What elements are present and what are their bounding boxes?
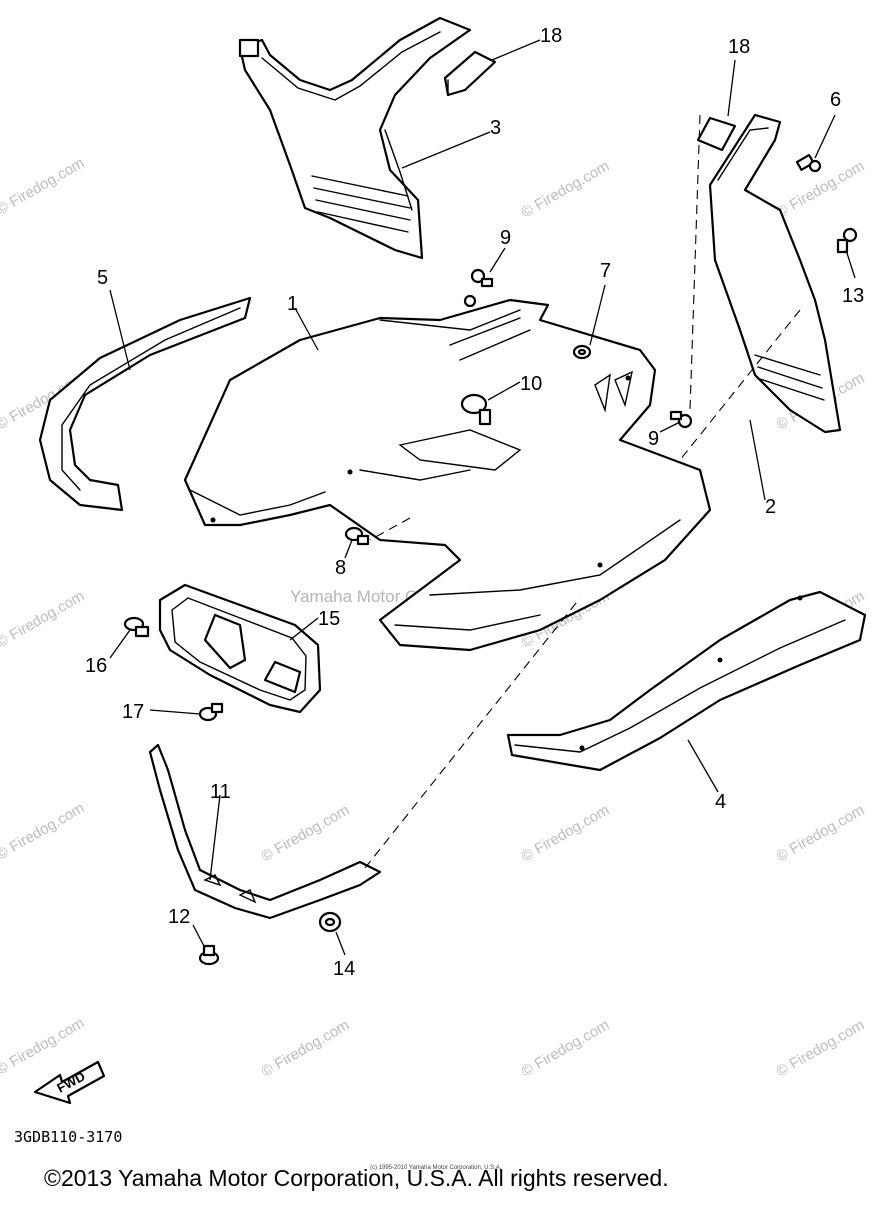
watermark: © Firedog.com (774, 801, 868, 865)
watermark: © Firedog.com (774, 1016, 868, 1080)
callout-6: 6 (830, 89, 841, 111)
part-1-rear-fender (183, 294, 712, 652)
copyright-notice: ©2013 Yamaha Motor Corporation, U.S.A. A… (44, 1165, 669, 1191)
part-5-fender-flap-left (38, 296, 252, 512)
callout-11: 11 (210, 781, 231, 803)
watermark: © Firedog.com (519, 1016, 613, 1080)
watermark: © Firedog.com (0, 1014, 87, 1078)
callout-10: 10 (520, 373, 542, 395)
fwd-arrow-icon: FWD (33, 1060, 106, 1105)
watermark: © Firedog.com (0, 799, 87, 863)
callout-3: 3 (490, 117, 501, 139)
part-2-side-cover-right (708, 113, 842, 434)
callout-5: 5 (97, 267, 108, 289)
part-18-pad-left (443, 50, 497, 97)
copyright-small: (c) 1995-2010 Yamaha Motor Corporation, … (370, 1165, 502, 1171)
callout-18: 18 (728, 36, 750, 58)
leader-lines (109, 39, 856, 956)
callout-12: 12 (168, 906, 190, 928)
callout-8: 8 (335, 557, 346, 579)
watermark: © Firedog.com (259, 801, 353, 865)
callout-2: 2 (765, 496, 776, 518)
callout-17: 17 (122, 701, 144, 723)
watermark: © Firedog.com (0, 587, 87, 651)
callout-1: 1 (287, 293, 298, 315)
callout-9: 9 (500, 227, 511, 249)
callout-labels: 18 18 3 6 9 5 1 7 13 10 9 2 8 15 16 17 4… (85, 25, 864, 980)
part-11-stay (148, 743, 382, 920)
callout-15: 15 (318, 608, 340, 630)
callout-9: 9 (648, 428, 659, 450)
watermark: © Firedog.com (519, 157, 613, 221)
watermark: © Firedog.com (0, 154, 87, 218)
fasteners (123, 153, 858, 966)
watermark: © Firedog.com (259, 1016, 353, 1080)
callout-13: 13 (842, 285, 864, 307)
callout-7: 7 (600, 260, 611, 282)
diagram-code: 3GDB110-3170 (14, 1128, 122, 1146)
part-4-fender-flap-right (506, 590, 867, 772)
part-3-side-cover (238, 16, 472, 260)
part-18-pad-right (696, 116, 737, 152)
callout-18: 18 (540, 25, 562, 47)
callout-16: 16 (85, 655, 107, 677)
callout-4: 4 (715, 791, 726, 813)
watermark: © Firedog.com (519, 801, 613, 865)
callout-14: 14 (333, 958, 355, 980)
part-15-tail-light-bracket (158, 583, 322, 714)
